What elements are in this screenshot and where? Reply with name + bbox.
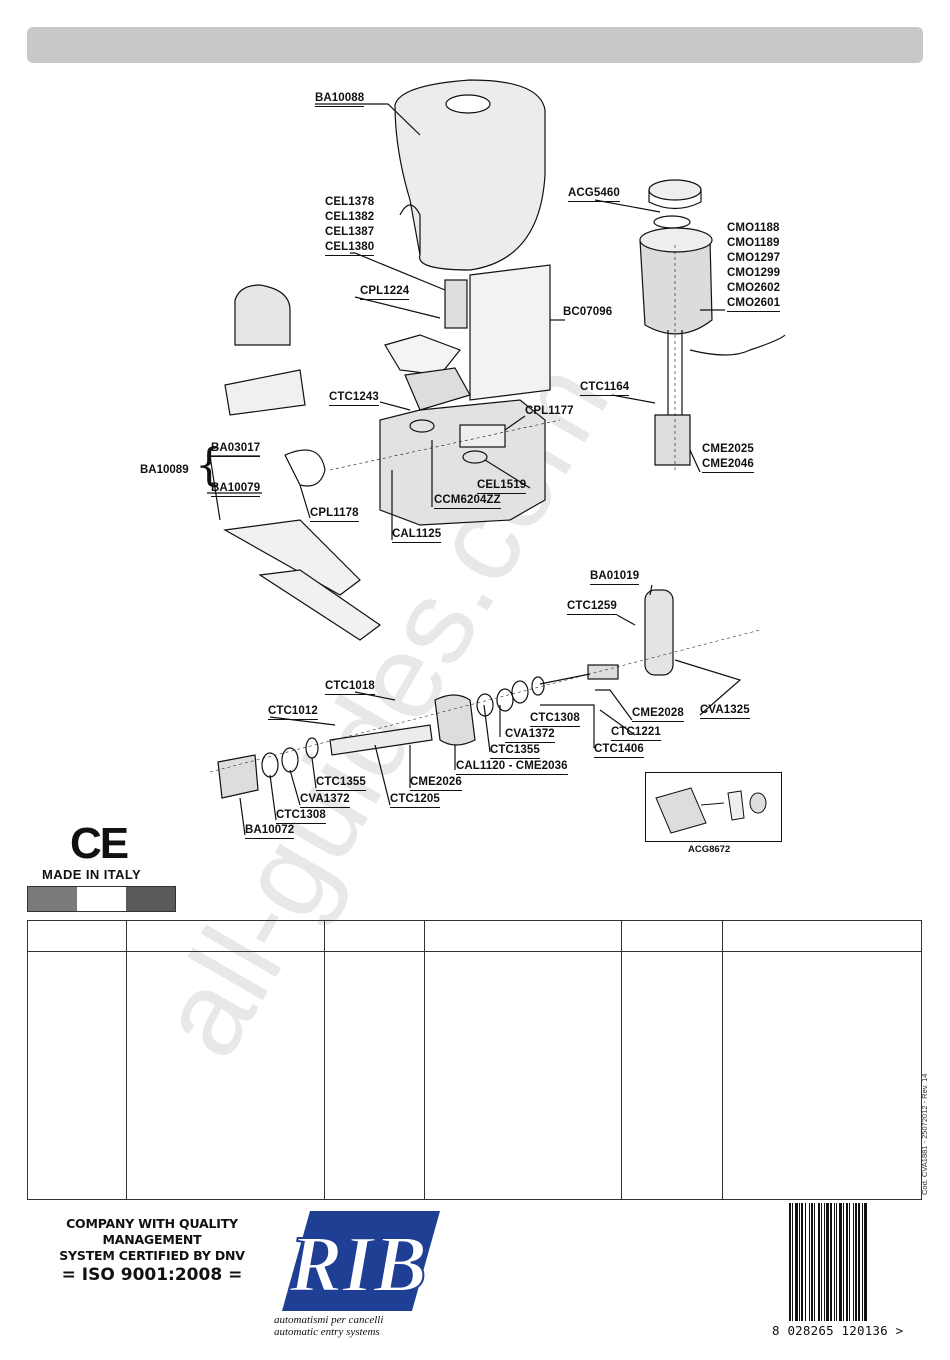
label-ctc1406: CTC1406	[594, 743, 644, 758]
label-ctc1355-bottom: CTC1355	[316, 776, 366, 791]
table-column-divider	[722, 921, 723, 1199]
label-cal1120-cme2036: CAL1120 - CME2036	[456, 760, 568, 775]
table-column-divider	[324, 921, 325, 1199]
acg8672-drawing	[655, 787, 767, 834]
label-bc07096: BC07096	[563, 306, 613, 318]
barcode-bar	[805, 1203, 806, 1321]
label-cmo1299: CMO1299	[727, 267, 781, 279]
label-ba03017: BA03017	[211, 442, 261, 457]
label-cva1372-bottom: CVA1372	[300, 793, 350, 808]
document-code: Cod. CVA1881 - 25072012 - Rev. 14	[920, 1073, 929, 1195]
barcode-bar	[811, 1203, 813, 1321]
label-cme2026: CME2026	[410, 776, 462, 791]
barcode-bar	[795, 1203, 798, 1321]
label-ctc1205: CTC1205	[390, 793, 440, 808]
barcode-bar	[843, 1203, 844, 1321]
italy-flag	[27, 886, 176, 912]
table-column-divider	[621, 921, 622, 1199]
barcode-bar	[789, 1203, 791, 1321]
label-ctc1012: CTC1012	[268, 705, 318, 720]
made-in-italy: MADE IN ITALY	[42, 867, 142, 882]
barcode-bar	[830, 1203, 832, 1321]
table-column-divider	[126, 921, 127, 1199]
label-ba10079: BA10079	[211, 482, 261, 497]
label-cmo1297: CMO1297	[727, 252, 781, 264]
label-cpl1224: CPL1224	[360, 285, 410, 300]
label-ba10072: BA10072	[245, 824, 295, 839]
label-cva1325: CVA1325	[700, 704, 750, 719]
label-ctc1308-top: CTC1308	[530, 712, 580, 727]
label-acg5460: ACG5460	[568, 187, 620, 202]
barcode-bar	[826, 1203, 829, 1321]
table-column-divider	[424, 921, 425, 1199]
label-cme2046: CME2046	[702, 458, 754, 473]
barcode-number: 8 028265 120136 >	[772, 1323, 904, 1338]
label-cme2025: CME2025	[702, 443, 754, 455]
barcode-bar	[862, 1203, 863, 1321]
barcode-bar	[824, 1203, 825, 1321]
label-cmo1188: CMO1188	[727, 222, 780, 234]
label-ctc1355-top: CTC1355	[490, 744, 540, 759]
label-cva1372-top: CVA1372	[505, 728, 555, 743]
label-ctc1221: CTC1221	[611, 726, 661, 741]
label-cel1519: CEL1519	[477, 479, 527, 494]
barcode-bar	[864, 1203, 867, 1321]
barcode-bar	[799, 1203, 800, 1321]
cert-line-1: COMPANY WITH QUALITY MANAGEMENT	[66, 1216, 238, 1247]
rib-logo: RIB	[282, 1211, 440, 1311]
label-ba10088: BA10088	[315, 92, 365, 107]
certification-block: COMPANY WITH QUALITY MANAGEMENT SYSTEM C…	[27, 1216, 277, 1286]
label-cme2028: CME2028	[632, 707, 684, 722]
tagline-english: automatic entry systems	[274, 1326, 380, 1338]
label-cpl1177: CPL1177	[525, 405, 574, 417]
brace-symbol: {	[195, 440, 223, 491]
header-bar	[27, 27, 923, 63]
label-ctc1164: CTC1164	[580, 381, 630, 396]
tagline-italian: automatismi per cancelli	[274, 1314, 384, 1326]
label-cmo2601: CMO2601	[727, 297, 781, 312]
label-ctc1308-bottom: CTC1308	[276, 809, 326, 824]
label-acg8672: ACG8672	[688, 844, 731, 855]
barcode-bar	[846, 1203, 848, 1321]
barcode-bar	[818, 1203, 820, 1321]
barcode-bar	[834, 1203, 835, 1321]
label-cpl1178: CPL1178	[310, 507, 359, 522]
barcode-bar	[853, 1203, 854, 1321]
label-cmo2602: CMO2602	[727, 282, 781, 294]
barcode-bar	[855, 1203, 857, 1321]
label-cel1382: CEL1382	[325, 211, 375, 223]
barcode	[789, 1203, 867, 1321]
brand-tagline: automatismi per cancelli automatic entry…	[274, 1314, 383, 1338]
cert-line-3: = ISO 9001:2008 =	[61, 1265, 243, 1285]
label-ba10089: BA10089	[140, 464, 189, 476]
label-ctc1243: CTC1243	[329, 391, 379, 406]
barcode-bar	[849, 1203, 850, 1321]
label-cel1387: CEL1387	[325, 226, 375, 238]
label-ctc1259: CTC1259	[567, 600, 617, 615]
barcode-bar	[836, 1203, 837, 1321]
label-cmo1189: CMO1189	[727, 237, 780, 249]
notes-table	[27, 920, 922, 1200]
flag-stripe-middle	[77, 887, 126, 911]
barcode-bar	[814, 1203, 815, 1321]
label-cal1125: CAL1125	[392, 528, 442, 543]
barcode-bar	[839, 1203, 842, 1321]
barcode-bar	[792, 1203, 793, 1321]
label-ccm6204zz: CCM6204ZZ	[434, 494, 501, 509]
barcode-bar	[809, 1203, 810, 1321]
acg8672-inset	[645, 772, 782, 842]
table-header-divider	[28, 951, 921, 952]
cert-line-2: SYSTEM CERTIFIED BY DNV	[59, 1248, 245, 1263]
label-ba01019: BA01019	[590, 570, 640, 585]
flag-stripe-right	[126, 887, 175, 911]
barcode-bar	[801, 1203, 803, 1321]
label-ctc1018: CTC1018	[325, 680, 375, 695]
rib-logo-text: RIB	[288, 1221, 427, 1309]
label-cel1378: CEL1378	[325, 196, 375, 208]
label-cel1380: CEL1380	[325, 241, 375, 256]
barcode-bar	[821, 1203, 822, 1321]
barcode-bar	[858, 1203, 860, 1321]
ce-mark: CE	[70, 819, 129, 868]
flag-stripe-left	[28, 887, 77, 911]
